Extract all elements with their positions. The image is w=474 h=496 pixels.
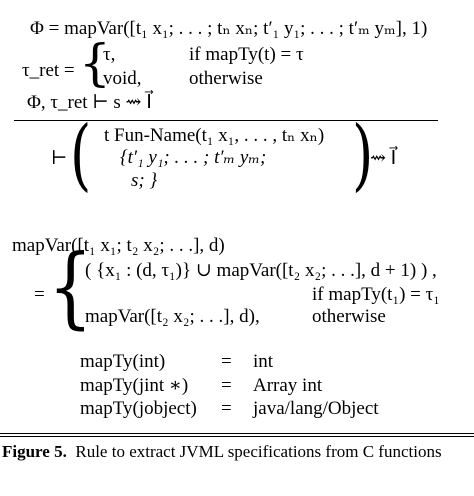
caption-rule-bottom: [0, 436, 474, 437]
mapvar-case-otherwise-condition: otherwise: [312, 306, 386, 327]
mapty-lhs: mapTy(jint ∗): [80, 375, 189, 396]
figure-caption: Figure 5. Rule to extract JVML specifica…: [2, 441, 470, 463]
inference-line: [14, 120, 438, 121]
case-void-value: void,: [103, 68, 142, 89]
right-paren: ): [352, 110, 374, 200]
left-paren: (: [70, 110, 92, 200]
mapty-rhs: int: [253, 351, 274, 372]
conclusion-body: s; }: [131, 170, 158, 191]
caption-rule-top: [0, 433, 474, 434]
mapty-equals: =: [221, 398, 232, 419]
premise-statement-judgment: Φ, τ_ret ⊢ s ⇝ I⃗: [27, 92, 152, 113]
conclusion-declarations: {t′₁ y₁; . . . ; t′ₘ yₘ;: [120, 147, 267, 168]
conclusion-function-signature: t Fun-Name(t₁ x₁, . . . , tₙ xₙ): [104, 125, 325, 146]
mapvar-case-match: ( {x₁ : (d, τ₁)} ∪ mapVar([t₂ x₂; . . .]…: [85, 260, 437, 281]
mapty-rhs: java/lang/Object: [253, 398, 379, 419]
premise-phi-definition: Φ = mapVar([t₁ x₁; . . . ; tₙ xₙ; t′₁ y₁…: [30, 18, 428, 39]
premise-tau-ret-lhs: τ_ret =: [22, 60, 75, 81]
mapty-equals: =: [221, 375, 232, 396]
mapty-equals: =: [221, 351, 232, 372]
mapvar-case-otherwise: mapVar([t₂ x₂; . . .], d),: [85, 306, 260, 327]
mapty-rhs: Array int: [253, 375, 323, 396]
caption-label: Figure 5.: [2, 442, 67, 461]
case-void-condition: otherwise: [189, 68, 263, 89]
mapvar-equals: =: [34, 284, 45, 305]
mapty-lhs: mapTy(int): [80, 351, 166, 372]
mapvar-head: mapVar([t₁ x₁; t₂ x₂; . . .], d): [12, 235, 225, 256]
conclusion-result: ⇝ I⃗: [370, 148, 397, 169]
case-tau-condition: if mapTy(t) = τ: [189, 44, 304, 65]
caption-text: Rule to extract JVML specifications from…: [75, 442, 442, 461]
mapvar-case-match-condition: if mapTy(t₁) = τ₁: [312, 284, 440, 305]
mapvar-brace: {: [48, 235, 93, 338]
mapty-lhs: mapTy(jobject): [80, 398, 197, 419]
case-tau-value: τ,: [103, 44, 116, 65]
conclusion-turnstile: ⊢: [51, 148, 68, 169]
left-brace: {: [79, 34, 111, 92]
